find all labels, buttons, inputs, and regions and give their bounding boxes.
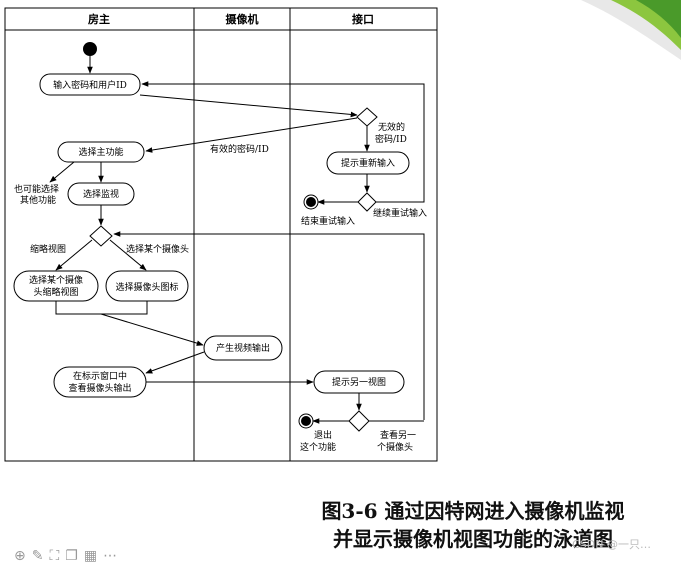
lane-header-camera: 摄像机 [226,12,259,26]
figure-caption-line-2: 并显示摄像机视图功能的泳道图 [333,527,613,551]
swimlane-diagram: 房主 摄像机 接口 输入密码和用户ID 无效的 密码/ID 有效的密码/ID 提… [4,7,438,462]
copy-icon[interactable]: ❐ [65,548,84,564]
label-select-camera: 选择某个摄像头 [126,243,189,255]
grid-icon[interactable]: ▦ [83,548,104,564]
activity-view-output-label-1: 在标示窗口中 [73,370,127,382]
label-thumb-view: 缩略视图 [30,243,66,255]
label-other-func-1: 也可能选择 [14,183,59,195]
viewer-toolbar: ⊕✎⛶❐▦⋯ [14,548,123,564]
more-icon[interactable]: ⋯ [103,548,124,564]
activity-produce-video-label: 产生视频输出 [216,342,270,354]
label-other-func-2: 其他功能 [20,194,56,206]
activity-prompt-other-label: 提示另一视图 [332,376,386,388]
decision-retry [357,192,377,212]
pen-icon[interactable]: ✎ [31,548,50,564]
activity-input-id-label: 输入密码和用户ID [53,79,127,91]
activity-select-thumb-label-2: 头缩略视图 [33,286,78,298]
decorative-swoosh [581,0,681,60]
figure-caption-line-1: 图3-6 通过因特网进入摄像机监视 [321,499,625,523]
activity-view-output-label-2: 查看摄像头输出 [68,382,131,394]
activity-input-id [39,73,141,96]
activity-produce-video [203,335,283,361]
activity-prompt-reinput [326,151,410,175]
label-exit-2: 这个功能 [300,441,336,453]
watermark: CSDN @一只… [572,538,651,551]
zoom-icon[interactable]: ⊕ [14,548,32,564]
label-exit-1: 退出 [314,429,332,441]
activity-prompt-reinput-label: 提示重新输入 [341,157,395,169]
activity-select-main-label: 选择主功能 [78,146,123,158]
label-valid-id: 有效的密码/ID [210,143,269,155]
start-node [83,42,97,56]
decision-view-mode [89,225,113,247]
label-view-other-2: 个摄像头 [377,441,413,453]
decision-validate [356,107,378,127]
label-invalid-2: 密码/ID [375,133,407,145]
label-invalid-1: 无效的 [378,121,405,133]
activity-select-monitor-label: 选择监视 [83,188,119,200]
label-view-other-1: 查看另一 [380,429,416,441]
lane-header-interface: 接口 [352,12,374,26]
frame-icon[interactable]: ⛶ [49,548,66,564]
decision-next-action [348,410,370,432]
lane-header-homeowner: 房主 [88,12,110,26]
activity-select-icon-label: 选择摄像头图标 [115,281,178,293]
activity-select-thumb-label-1: 选择某个摄像 [29,274,83,286]
label-end-retry: 结束重试输入 [301,215,355,227]
label-continue-retry: 继续重试输入 [373,207,427,219]
